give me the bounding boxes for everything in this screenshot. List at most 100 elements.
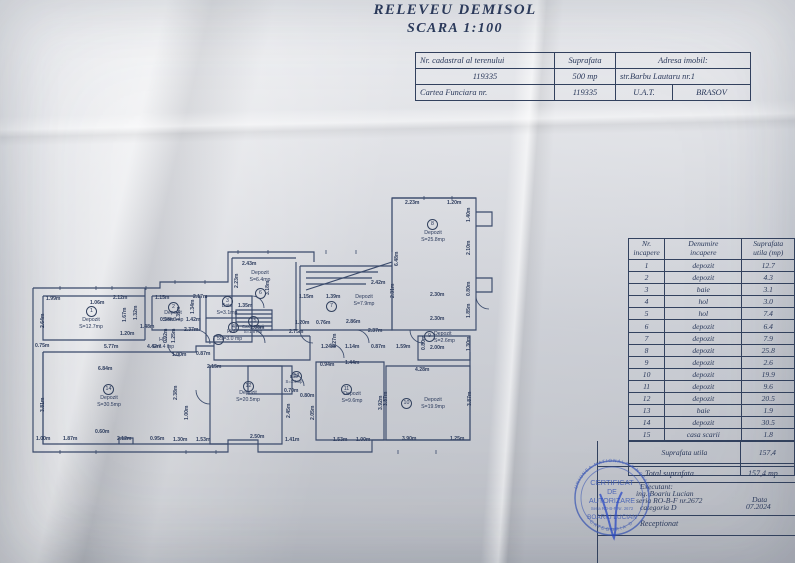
- room-14-area: S=30.5mp: [97, 401, 121, 408]
- room-marker-4: 4: [228, 322, 239, 333]
- room-marker-2: 2: [168, 302, 179, 313]
- room-area-11: 9.6: [741, 379, 795, 394]
- footer-divider: [597, 441, 598, 563]
- dim-2-23b: 2.23m: [405, 200, 420, 206]
- dim-1-35: 1.35m: [238, 303, 253, 309]
- room-10-name: Depozit: [424, 397, 442, 403]
- svg-text:CERTIFICAT: CERTIFICAT: [590, 478, 634, 487]
- room-marker-14: 14: [103, 384, 114, 395]
- room-6-name: Depozit: [251, 270, 269, 276]
- room-5-area: S=7.4 mp: [151, 343, 175, 350]
- room-marker-9: 9: [424, 331, 435, 342]
- room-marker-12: 12: [243, 381, 254, 392]
- dim-1-13: 1.15m: [299, 294, 314, 300]
- dim-0-70: 0.70m: [284, 388, 299, 394]
- room-10-area: S=19.9mp: [421, 403, 445, 410]
- room-8-area: S=25.8mp: [421, 236, 445, 243]
- drawing-title-block: RELEVEU DEMISOL SCARA 1:100: [355, 2, 555, 37]
- room-area-15: 1.8: [741, 428, 795, 442]
- dim-1-99: 1.99m: [46, 296, 61, 302]
- room-name-12: depozit: [664, 392, 743, 406]
- room-nr-15: 15: [627, 428, 666, 442]
- col-header-nr-l1: Nr.: [642, 239, 652, 249]
- cadastral-header-table: Nr. cadastral al terenului Suprafata Adr…: [415, 52, 751, 101]
- room-label-12: Depozit S=20.5mp: [224, 390, 272, 403]
- room-name-3: baie: [664, 283, 743, 297]
- dim-1-25b: 1.25m: [450, 436, 465, 442]
- room-name-6: depozit: [664, 319, 743, 333]
- dim-4-42: 4.42m: [147, 344, 162, 350]
- room-nr-11: 11: [627, 379, 666, 394]
- room-12-name: Depozit: [239, 390, 257, 396]
- dim-1-42: 1.42m: [186, 317, 201, 323]
- cad-header-nr: Nr. cadastral al terenului: [415, 52, 555, 69]
- cad-nr-value: 119335: [415, 68, 555, 85]
- room-marker-3: 3: [222, 296, 233, 307]
- col-header-area: Suprafata utila (mp): [741, 238, 795, 260]
- room-label-8: Depozit S=25.8mp: [409, 230, 457, 243]
- col-header-name-l1: Denumire: [688, 239, 719, 249]
- room-area-13: 1.9: [741, 404, 795, 418]
- room-label-1: Depozit S=12.7mp: [68, 317, 114, 330]
- room-area-9: 2.6: [741, 355, 795, 369]
- dim-1-31: 1.31m: [176, 306, 182, 321]
- room-name-4: hol: [664, 295, 743, 309]
- dim-1-14: 1.14m: [345, 344, 360, 350]
- cad-adresa-value: str.Barbu Lautaru nr.1: [615, 68, 751, 85]
- dim-2-64: 2.64m: [40, 313, 46, 328]
- dim-1-30b: 1.30m: [466, 336, 472, 351]
- col-header-nr: Nr. incapere: [627, 238, 666, 260]
- room-nr-4: 4: [627, 295, 666, 309]
- room-name-13: baie: [664, 404, 743, 418]
- room-4-area: S=3.0 mp: [219, 335, 243, 342]
- total-row-box: [597, 466, 795, 483]
- room-label-15: Casa Scarii S=1.8 mp: [229, 324, 277, 335]
- room-label-9: Depozit S=2.6mp: [434, 331, 478, 344]
- total-label: Total suprafata: [645, 469, 694, 478]
- room-2-area: S=4.3mp: [162, 316, 184, 323]
- dim-0-87b: 0.87m: [371, 344, 386, 350]
- dim-6-84: 6.84m: [98, 366, 113, 372]
- dim-0-92: 0.92m: [163, 328, 169, 343]
- room-area-5: 7.4: [741, 307, 795, 321]
- dim-2-45: 2.45m: [286, 403, 292, 418]
- room-marker-7: 7: [326, 301, 337, 312]
- dim-2-17: 2.17m: [193, 294, 208, 300]
- dim-1-53a: 1.53m: [196, 437, 211, 443]
- room-11-name: Depozit: [343, 391, 361, 397]
- dim-1-67: 1.67m: [122, 307, 128, 322]
- room-8-name: Depozit: [424, 230, 442, 236]
- dim-1-41: 1.41m: [285, 437, 300, 443]
- dim-0-95: 0.95m: [150, 436, 165, 442]
- svg-text:DE: DE: [607, 489, 617, 496]
- executant-name: ing. Boariu Lucian: [636, 489, 694, 498]
- room-9-name: Depozit: [434, 331, 452, 337]
- dim-2-12b: 2.12m: [117, 436, 132, 442]
- dim-1-40: 1.40m: [466, 207, 472, 222]
- dim-2-42: 2.42m: [371, 280, 386, 286]
- cad-uat-label: U.A.T.: [615, 84, 673, 101]
- dim-2-30a: 2.30m: [430, 292, 445, 298]
- dim-1-39: 1.39m: [326, 294, 341, 300]
- dim-0-60: 0.60m: [95, 429, 110, 435]
- dim-0-76: 0.76m: [316, 320, 331, 326]
- dim-0-80c: 0.80m: [421, 335, 427, 350]
- room-marker-6: 6: [255, 288, 266, 299]
- room-label-14: Depozit S=30.5mp: [85, 395, 133, 408]
- room-nr-8: 8: [627, 343, 666, 357]
- room-marker-1: 1: [86, 306, 97, 317]
- room-label-3: Baie S=3.1mp: [204, 303, 250, 316]
- executant-box: [597, 481, 795, 516]
- table-row: Cartea Funciara nr. 119335 U.A.T. BRASOV: [415, 84, 751, 101]
- dim-1-44: 1.44m: [345, 360, 360, 366]
- room-area-6: 6.4: [741, 319, 795, 333]
- cad-cf-label: Cartea Funciara nr.: [415, 84, 555, 101]
- dim-2-38: 2.38m: [173, 385, 179, 400]
- room-9-area: S=2.6mp: [434, 337, 455, 344]
- room-marker-10: 10: [401, 398, 412, 409]
